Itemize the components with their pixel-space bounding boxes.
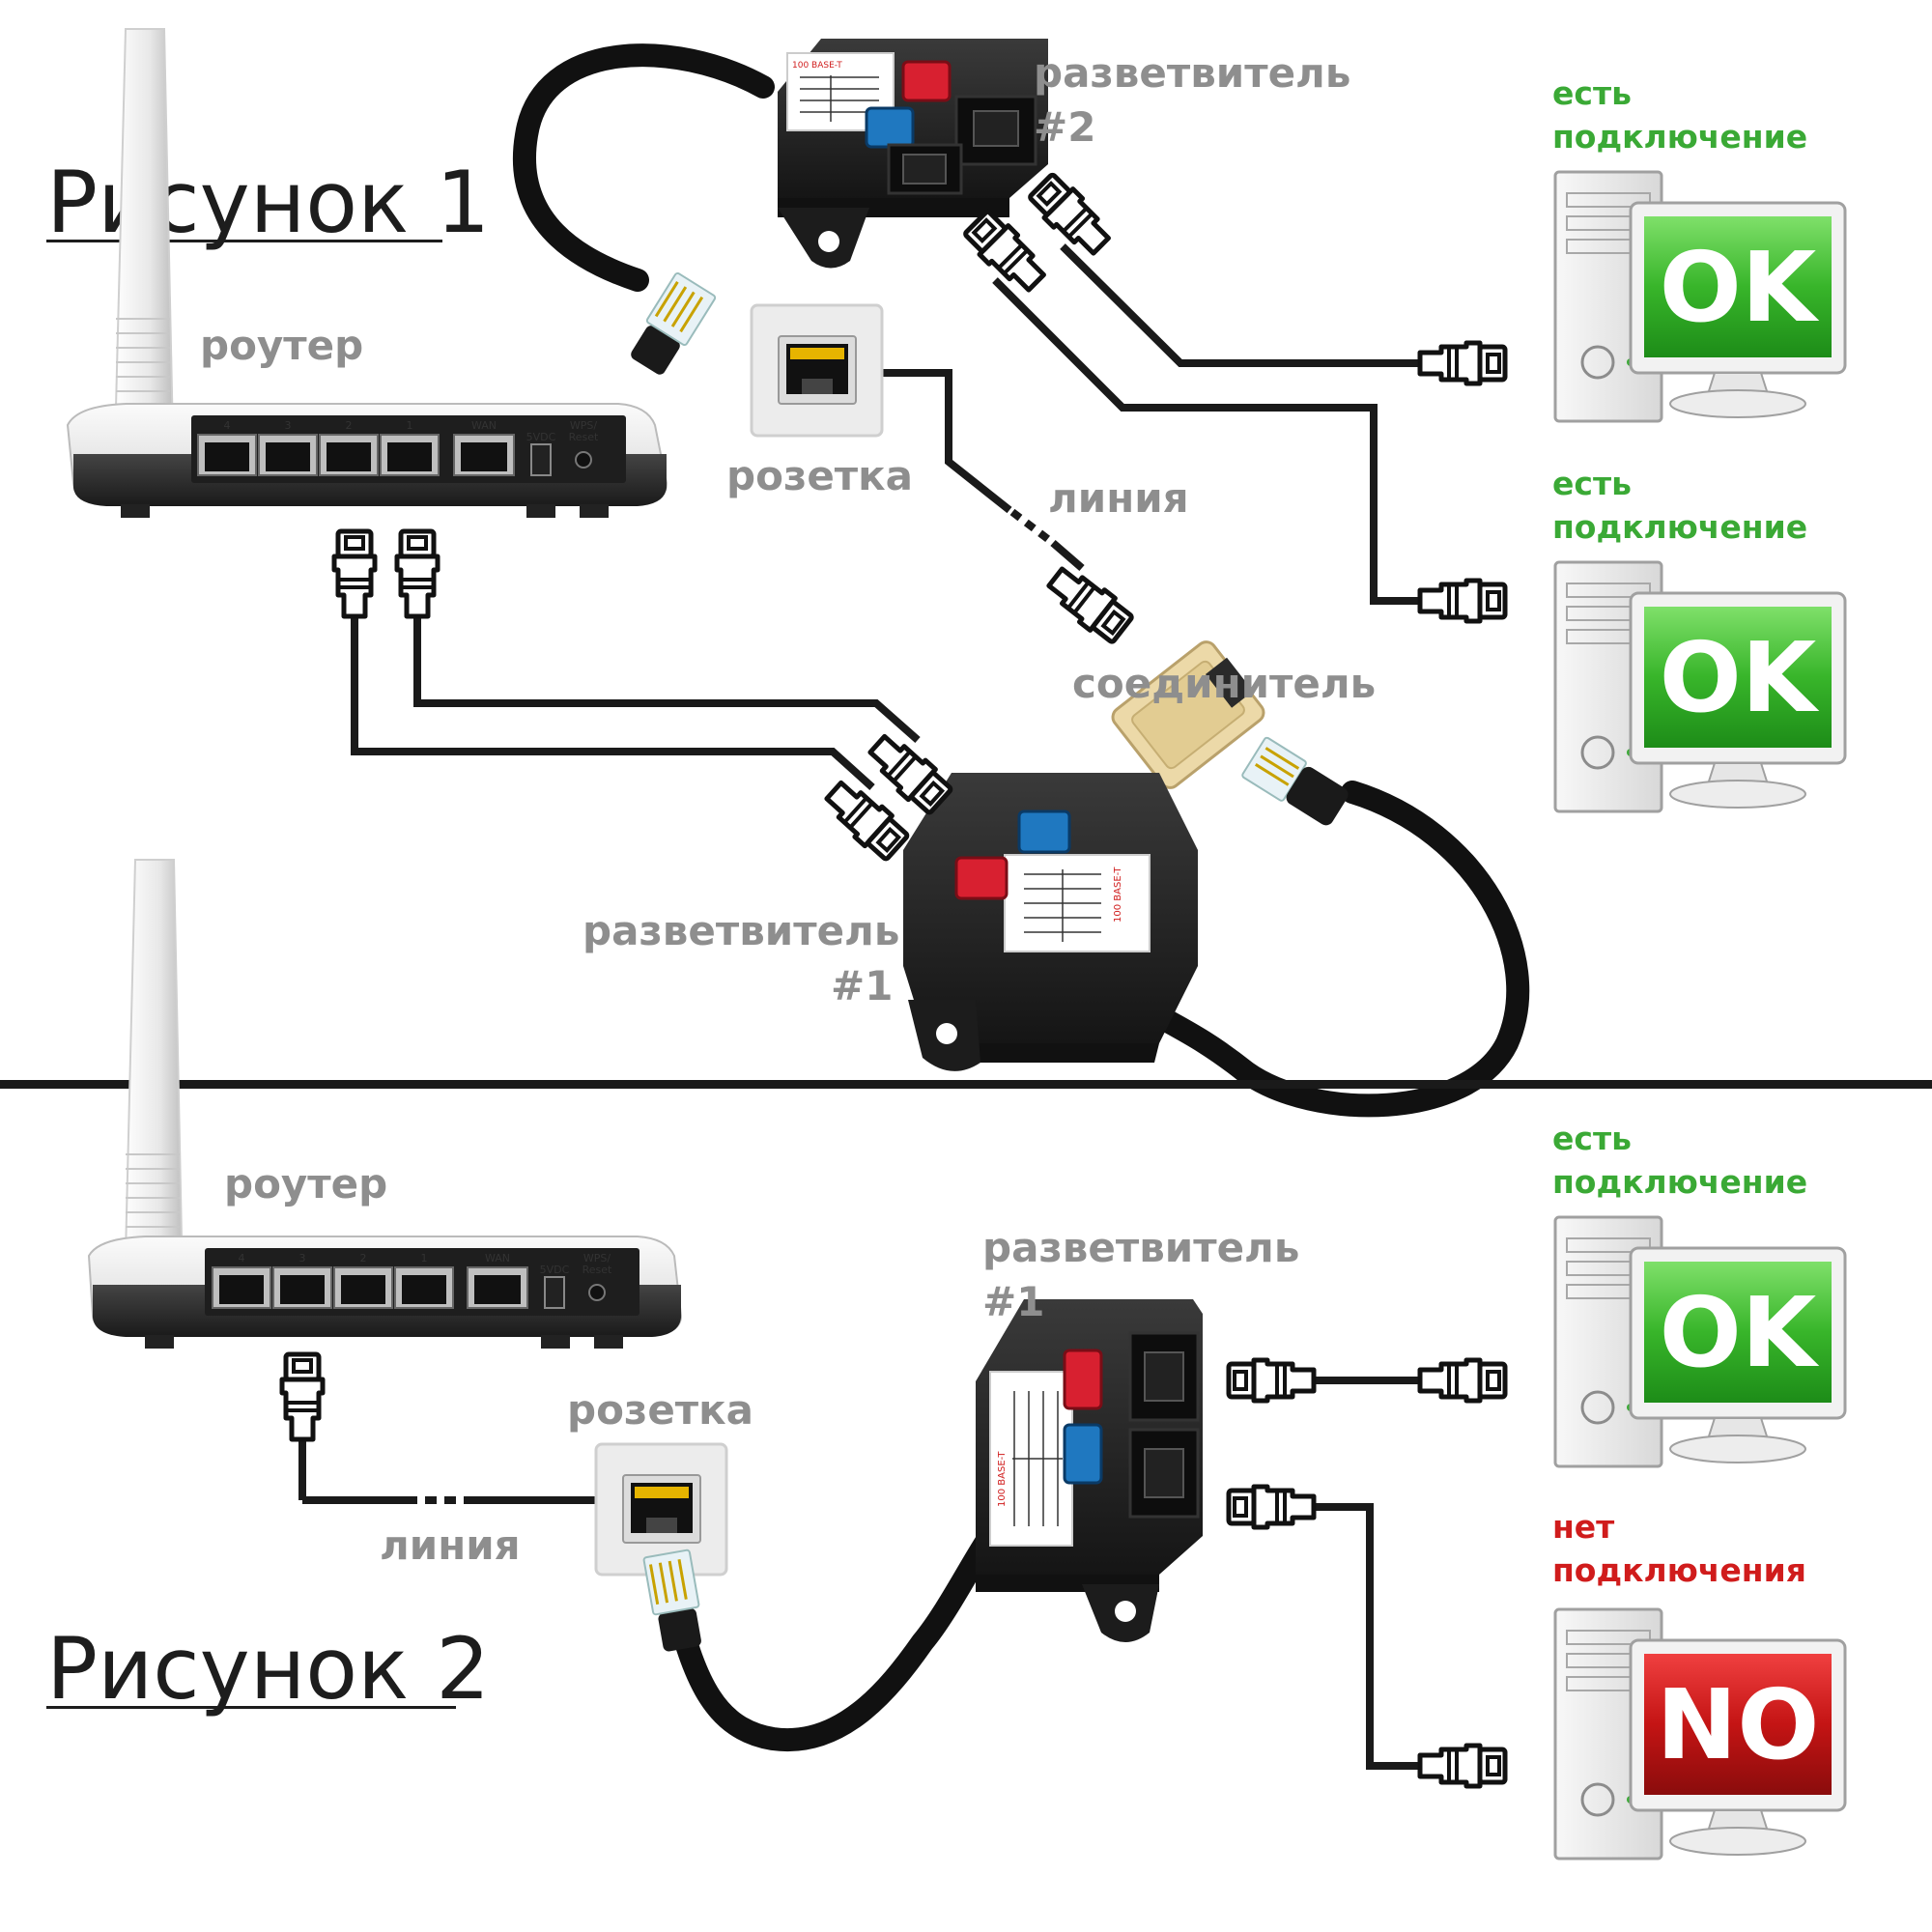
svg-text:OK: OK xyxy=(1660,621,1820,734)
splitter-2-label: разветвитель xyxy=(1034,49,1350,97)
svg-text:2: 2 xyxy=(360,1252,367,1264)
router-1 xyxy=(66,28,668,518)
router-1-port-labels: 4 3 2 1 WAN 5VDC WPS/ Reset xyxy=(224,419,600,443)
svg-text:100 BASE-T: 100 BASE-T xyxy=(1113,867,1123,923)
splitter-2-number: #2 xyxy=(1034,103,1095,151)
status-not-connected: нет xyxy=(1552,1508,1614,1546)
rj45-plug-icon xyxy=(1420,1360,1505,1401)
computer-3: OK xyxy=(1553,1215,1847,1468)
svg-text:OK: OK xyxy=(1660,231,1820,344)
rj45-plug-icon xyxy=(864,729,954,816)
svg-text:3: 3 xyxy=(285,419,292,432)
blue-button-icon xyxy=(865,106,915,149)
rj45-plug-icon xyxy=(334,531,375,616)
figure-2-title: Рисунок 2 xyxy=(46,1619,490,1719)
rj45-plug-icon xyxy=(1420,581,1505,621)
svg-text:1: 1 xyxy=(421,1252,428,1264)
splitter-1-label-fig1: разветвитель xyxy=(582,907,899,954)
line-label-2: линия xyxy=(380,1521,521,1569)
router-2-port-labels: 4 3 2 1 WAN 5VDC WPS/ Reset xyxy=(239,1252,613,1276)
svg-text:1: 1 xyxy=(407,419,413,432)
router-label-2: роутер xyxy=(224,1160,387,1208)
splitter-1-label-fig2: разветвитель xyxy=(982,1224,1299,1271)
splitter-1-number-fig1: #1 xyxy=(831,962,893,1009)
rj45-plug-socket-2 xyxy=(642,1548,701,1652)
status-connected-2: есть xyxy=(1552,465,1632,502)
svg-text:OK: OK xyxy=(1660,1276,1820,1389)
svg-text:WPS/: WPS/ xyxy=(583,1252,611,1264)
rj45-plug-socket-1 xyxy=(631,271,717,375)
router-2-ports xyxy=(212,1266,606,1309)
computer-2: OK xyxy=(1553,560,1847,813)
svg-text:2: 2 xyxy=(346,419,353,432)
splitter-1-number-fig2: #1 xyxy=(982,1278,1044,1325)
svg-text:WAN: WAN xyxy=(485,1252,510,1264)
screen xyxy=(1644,1262,1832,1403)
svg-text:3: 3 xyxy=(299,1252,306,1264)
router-label-1: роутер xyxy=(200,322,363,369)
computer-1: OK xyxy=(1553,170,1847,423)
blue-button-icon xyxy=(1017,810,1071,854)
splitter-1-fig1: 100 BASE-T xyxy=(903,773,1198,1071)
router-1-ports xyxy=(197,434,592,476)
rj45-plug-icon xyxy=(1043,561,1135,645)
screen xyxy=(1644,607,1832,748)
red-button-icon xyxy=(901,60,952,102)
svg-text:4: 4 xyxy=(239,1252,245,1264)
socket-label-2: розетка xyxy=(567,1386,753,1434)
status-connected-1: есть xyxy=(1552,74,1632,112)
screen xyxy=(1644,216,1832,357)
rj45-plug-icon xyxy=(1229,1360,1314,1401)
rj45-plug-icon xyxy=(1420,343,1505,384)
figure-1-title: Рисунок 1 xyxy=(46,153,490,252)
rj45-plug-coupler xyxy=(1241,736,1349,826)
blue-button-icon xyxy=(1063,1423,1103,1485)
rj45-plug-icon xyxy=(1027,171,1116,260)
computer-4: NO xyxy=(1553,1607,1847,1861)
rj45-coupler xyxy=(1111,640,1265,789)
section-divider xyxy=(0,1080,1932,1089)
svg-text:5VDC: 5VDC xyxy=(540,1264,570,1276)
svg-text:NO: NO xyxy=(1657,1668,1820,1781)
rj45-plug-icon xyxy=(1229,1487,1314,1527)
red-button-icon xyxy=(954,856,1009,900)
svg-text:WPS/: WPS/ xyxy=(570,419,597,432)
svg-text:100 BASE-T: 100 BASE-T xyxy=(997,1451,1008,1507)
rj45-plug-icon xyxy=(1420,1746,1505,1786)
svg-text:WAN: WAN xyxy=(471,419,497,432)
splitter-2: 100 BASE-T xyxy=(778,39,1048,269)
wall-socket-1 xyxy=(750,303,884,438)
rj45-plug-icon xyxy=(962,208,1051,297)
red-button-icon xyxy=(1063,1349,1103,1410)
connector-label: соединитель xyxy=(1072,660,1376,707)
wall-socket-2 xyxy=(594,1442,728,1577)
line-label-1: линия xyxy=(1048,474,1189,522)
rj45-plug-icon xyxy=(282,1354,323,1439)
socket-label-1: розетка xyxy=(726,452,913,499)
status-connected-3: есть xyxy=(1552,1120,1632,1157)
svg-text:Reset: Reset xyxy=(582,1264,612,1276)
svg-text:5VDC: 5VDC xyxy=(526,431,556,443)
svg-text:4: 4 xyxy=(224,419,231,432)
status-connected-3b: подключение xyxy=(1552,1163,1807,1201)
svg-text:100 BASE-T: 100 BASE-T xyxy=(792,61,842,71)
rj45-plug-icon xyxy=(397,531,438,616)
status-not-connected-b: подключения xyxy=(1552,1551,1806,1589)
status-connected-1b: подключение xyxy=(1552,118,1807,156)
svg-text:Reset: Reset xyxy=(569,431,599,443)
status-connected-2b: подключение xyxy=(1552,508,1807,546)
splitter-1-fig2: 100 BASE-T xyxy=(976,1299,1203,1642)
screen xyxy=(1644,1654,1832,1795)
